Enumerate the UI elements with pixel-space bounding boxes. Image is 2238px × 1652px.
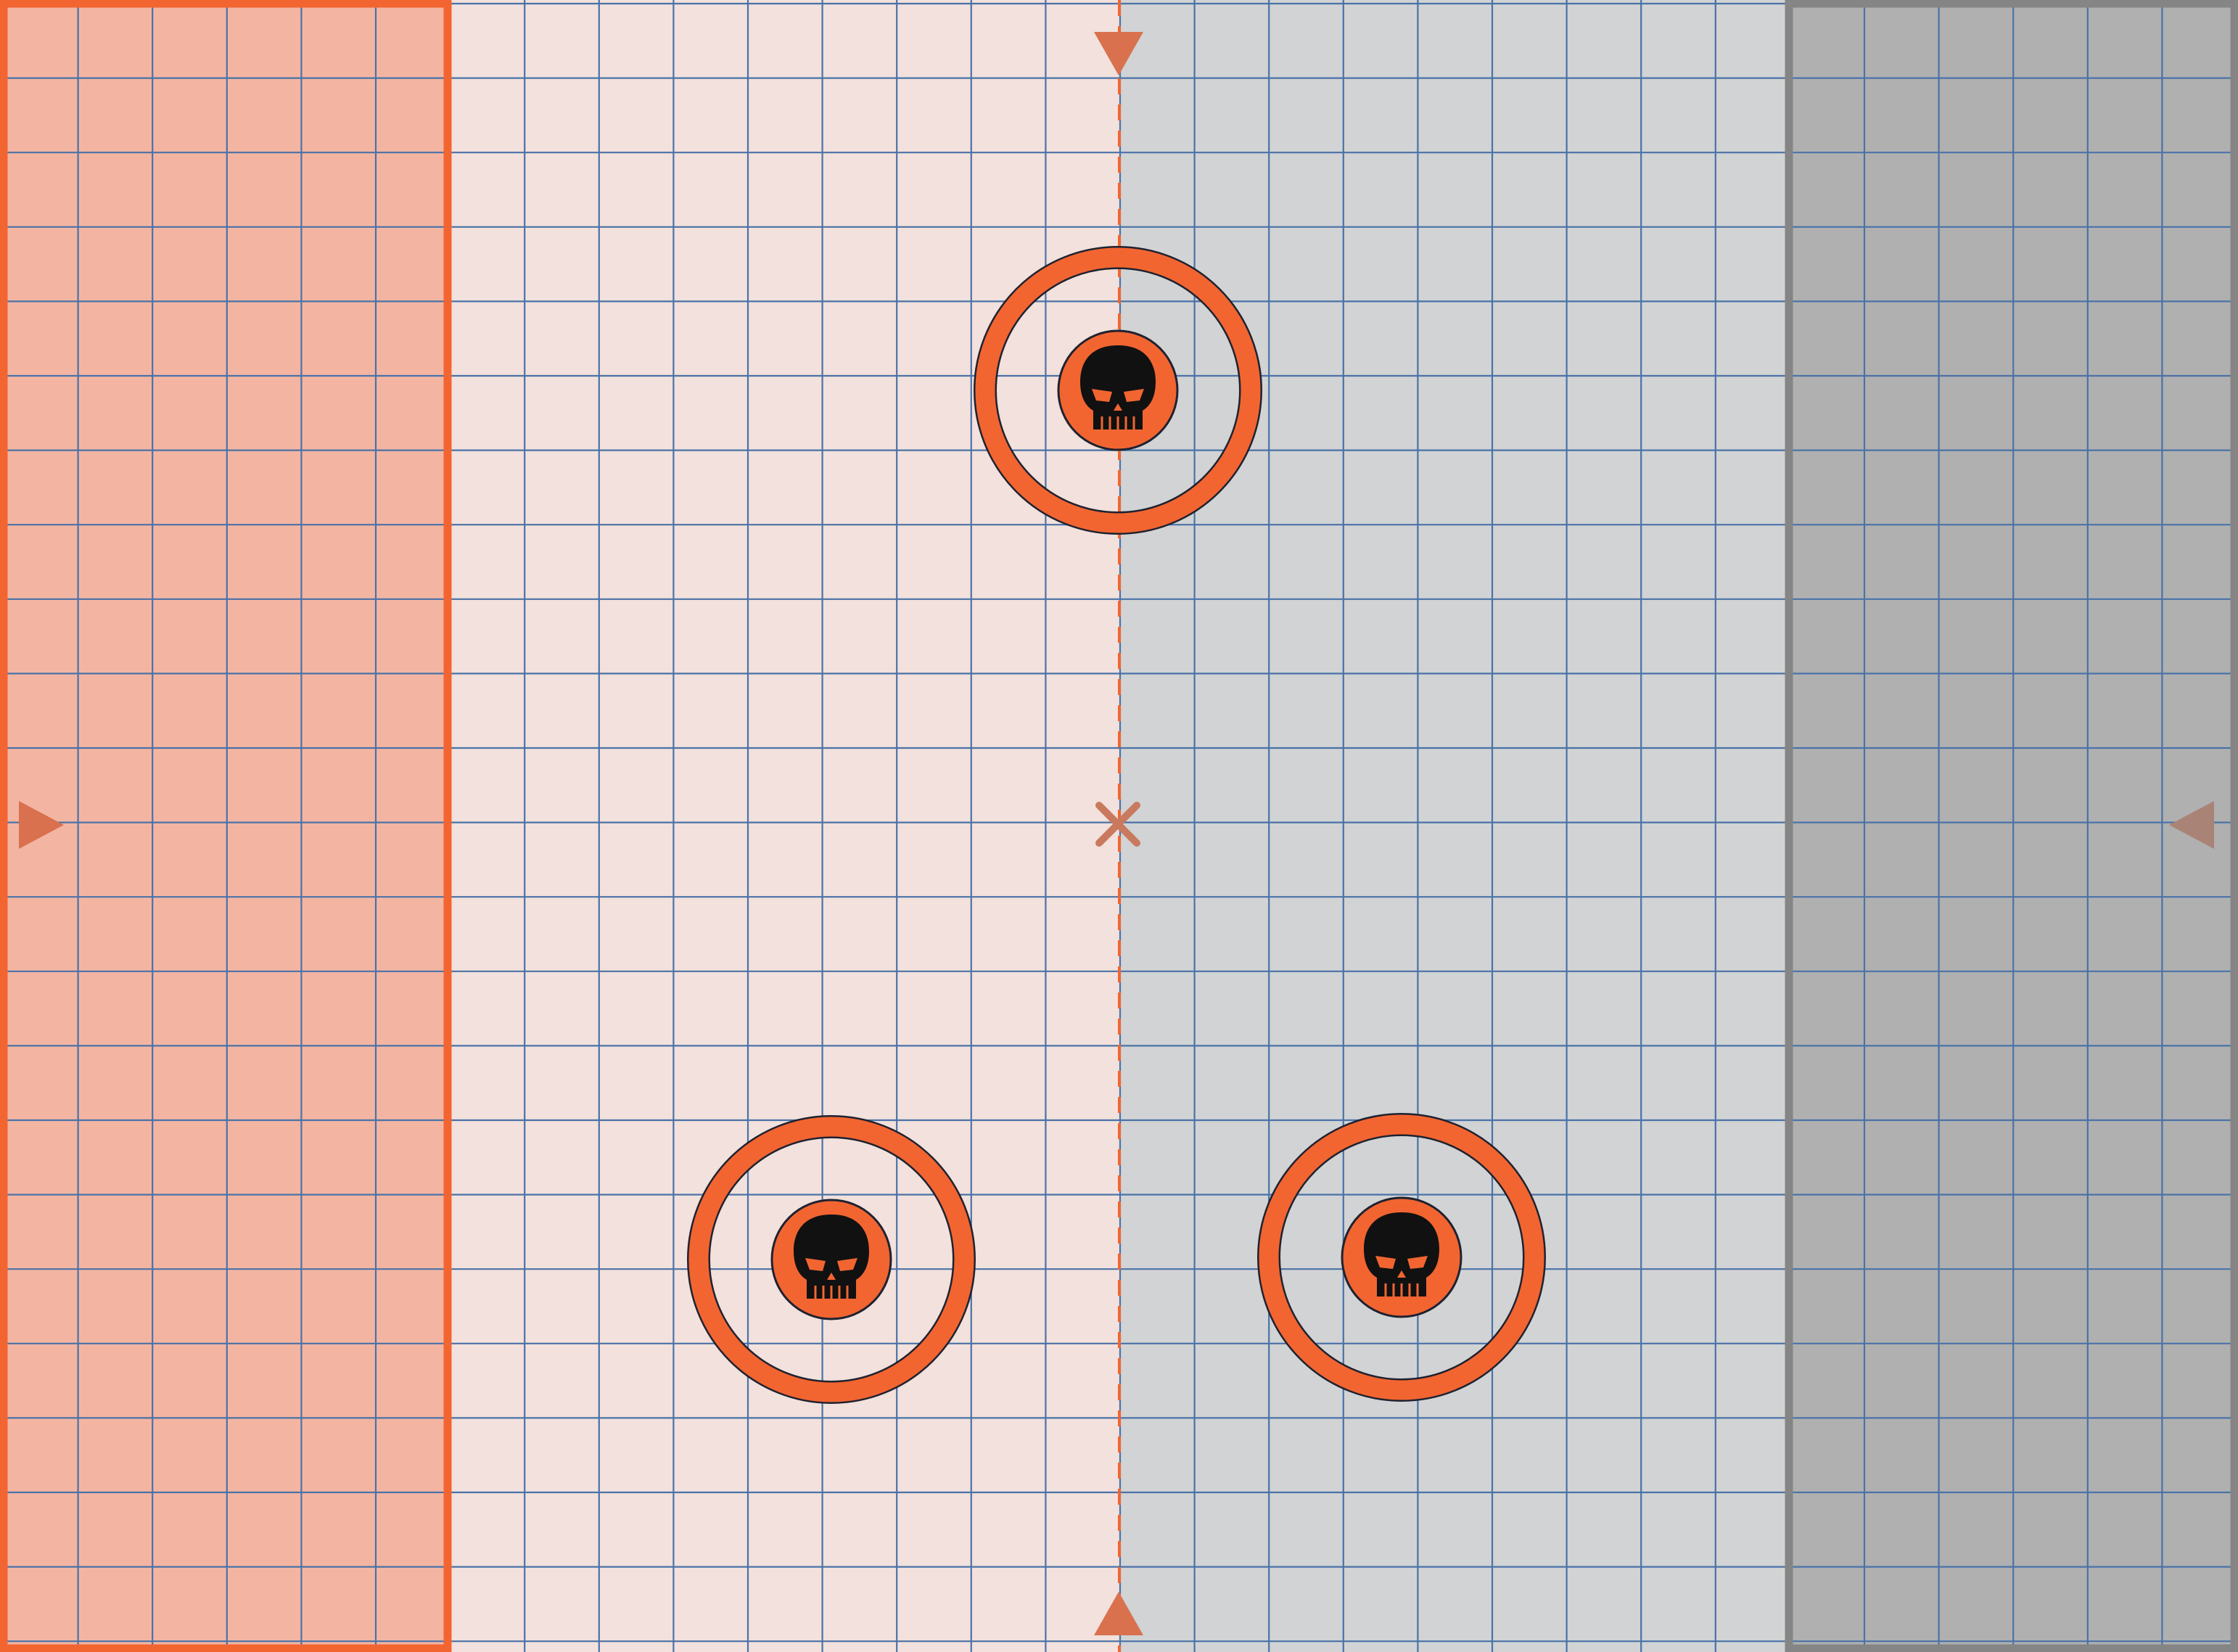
skull-icon bbox=[1080, 345, 1156, 430]
orange-deployment-zone bbox=[0, 0, 450, 1652]
skull-icon bbox=[1364, 1212, 1439, 1296]
objective-ring bbox=[975, 247, 1261, 533]
orange-half bbox=[450, 0, 1119, 1652]
objective-bottom-right[interactable] bbox=[1257, 1113, 1546, 1402]
objective-ring bbox=[688, 1117, 974, 1402]
right-edge-arrow-icon bbox=[2169, 801, 2214, 849]
center-cross-icon bbox=[1095, 802, 1140, 847]
bottom-center-arrow-icon bbox=[1094, 1592, 1143, 1635]
grey-zone-border bbox=[1785, 0, 2238, 1652]
skull-icon bbox=[794, 1215, 869, 1299]
objective-ring bbox=[1259, 1114, 1544, 1400]
objective-bottom-left[interactable] bbox=[687, 1115, 976, 1404]
grey-half bbox=[1119, 0, 1787, 1652]
top-center-arrow-icon bbox=[1094, 32, 1143, 75]
objective-top-center[interactable] bbox=[974, 246, 1262, 535]
left-edge-arrow-icon bbox=[19, 801, 64, 849]
orange-zone-border bbox=[0, 0, 452, 1652]
